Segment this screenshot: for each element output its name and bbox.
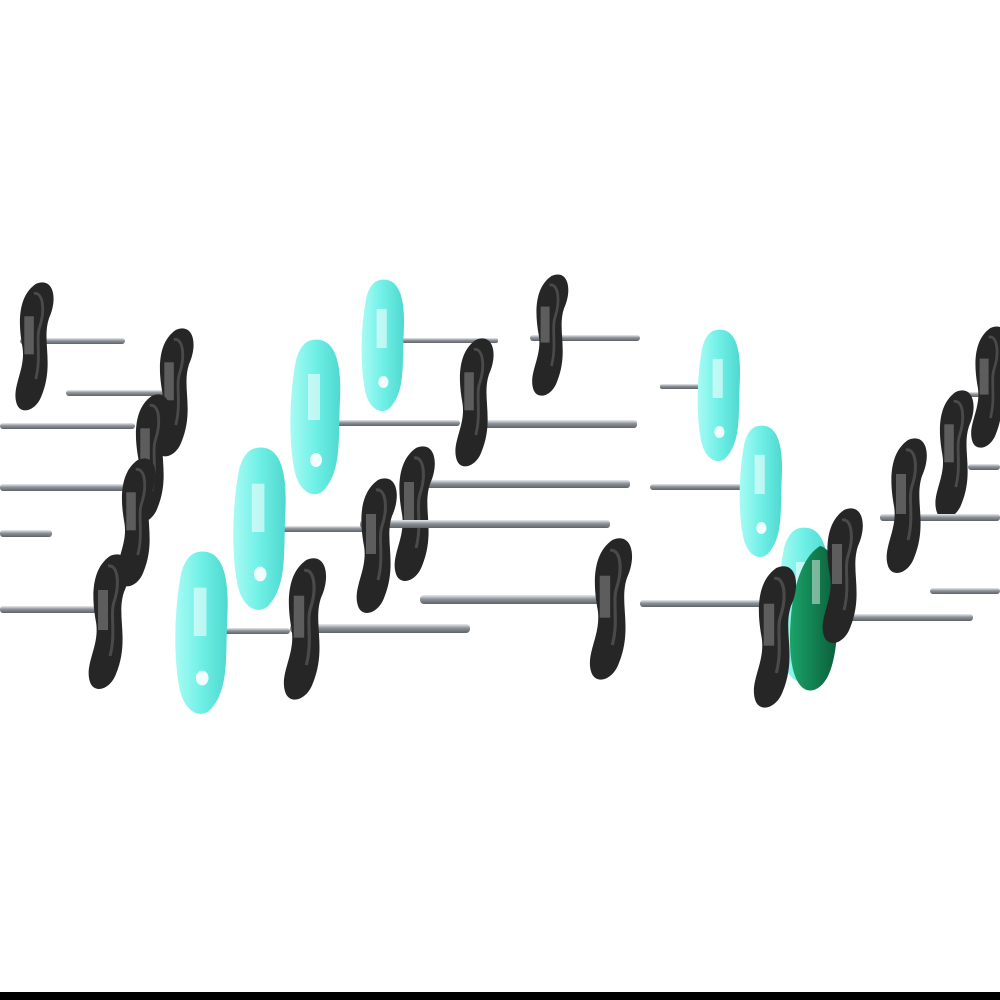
hex-key-black-9: [355, 476, 610, 615]
hex-key-black-11: [282, 556, 470, 702]
hex-key-green: [790, 546, 839, 691]
hex-key-black-4: [0, 456, 158, 588]
hex-key-black-14: [880, 436, 1000, 575]
hex-key-black-8: [393, 444, 630, 583]
hex-key-mint-6: [650, 425, 783, 558]
hex-key-black-13: [933, 388, 1000, 520]
bottom-bar: [0, 992, 1000, 1000]
hex-key-black-6: [530, 273, 640, 398]
hex-key-mint-2: [290, 339, 460, 495]
hex-key-black-7: [453, 336, 637, 468]
hex-key-black-1: [13, 280, 125, 412]
hex-key-black-5: [0, 552, 131, 691]
hex-key-mint-3: [233, 447, 380, 610]
hex-key-black-15: [821, 506, 1000, 645]
hex-key-black-10: [420, 536, 634, 682]
hex-key-black-3: [0, 392, 172, 524]
hex-key-mint-1: [361, 279, 498, 412]
hex-key-black-2: [0, 326, 196, 458]
hex-key-mint-5: [660, 329, 741, 462]
hex-key-mint-4: [175, 551, 290, 714]
